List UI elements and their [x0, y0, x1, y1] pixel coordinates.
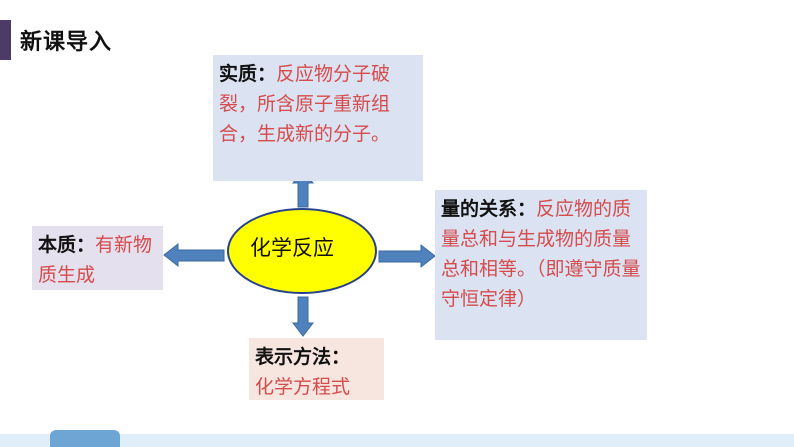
node-essence-lead: 实质：: [219, 63, 277, 85]
center-ellipse: [227, 208, 377, 294]
node-nature-lead: 本质：: [38, 234, 96, 256]
node-representation-text: 化学方程式: [255, 376, 351, 398]
node-representation: 表示方法： 化学方程式: [249, 338, 384, 400]
arrow-right: [378, 243, 436, 269]
node-representation-lead: 表示方法：: [255, 346, 351, 368]
node-essence-text: 反应物分子破裂，所含原子重新组合，生成新的分子。: [219, 63, 391, 145]
arrow-down: [291, 296, 315, 337]
header-accent-bar: [0, 20, 11, 60]
node-quantity-text: 反应物的质量总和与生成物的质量总和相等。（即遵守质量守恒定律）: [441, 198, 641, 310]
center-label: 化学反应: [250, 236, 334, 260]
page-title: 新课导入: [20, 30, 113, 55]
node-nature: 本质：有新物质生成: [32, 226, 163, 290]
arrow-left: [163, 242, 225, 268]
footer-decoration: [0, 434, 794, 447]
node-nature-text: 有新物质生成: [38, 234, 153, 286]
node-quantity-lead: 量的关系：: [441, 198, 537, 220]
node-essence: 实质：反应物分子破裂，所含原子重新组合，生成新的分子。: [213, 55, 423, 181]
node-quantity-relation: 量的关系：反应物的质量总和与生成物的质量总和相等。（即遵守质量守恒定律）: [435, 190, 647, 340]
slide-header: 新课导入: [0, 20, 794, 60]
footer-scenery-mark: [50, 430, 120, 447]
